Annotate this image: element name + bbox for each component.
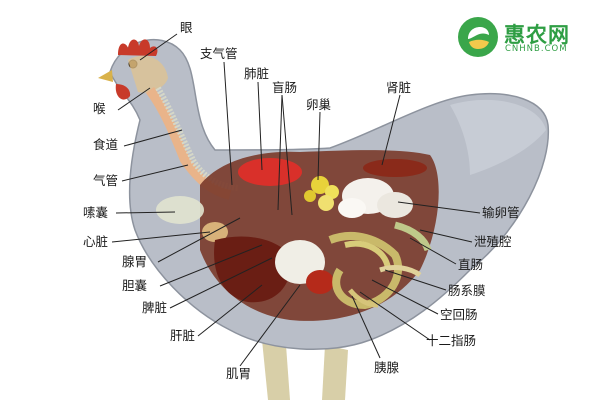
label-liver: 肝脏 bbox=[170, 328, 196, 343]
duodenum bbox=[344, 240, 391, 269]
label-mesentery: 肠系膜 bbox=[448, 283, 486, 298]
wattle bbox=[115, 84, 131, 100]
leader-spleen bbox=[169, 257, 273, 309]
label-gallbladder: 胆囊 bbox=[122, 278, 148, 293]
leader-cecum-2 bbox=[281, 94, 293, 216]
leader-mesentery bbox=[384, 269, 447, 291]
leader-gallbladder bbox=[159, 244, 263, 287]
heart bbox=[202, 222, 228, 242]
ovary-follicle bbox=[318, 195, 334, 211]
leader-trachea bbox=[121, 164, 189, 182]
oviduct bbox=[377, 192, 413, 218]
leg-back bbox=[322, 345, 348, 400]
label-trachea: 气管 bbox=[93, 173, 119, 188]
leader-pancreas bbox=[351, 295, 381, 359]
leader-larynx bbox=[117, 87, 151, 111]
leader-jejunum bbox=[371, 279, 439, 315]
logo-subtext: CNHNB.COM bbox=[505, 44, 568, 54]
leader-kidney bbox=[381, 94, 401, 166]
label-proventriculus: 腺胃 bbox=[122, 254, 148, 269]
leader-heart bbox=[111, 231, 211, 243]
ovary-follicle bbox=[304, 190, 316, 202]
leader-ovary bbox=[317, 111, 321, 181]
label-lung: 肺脏 bbox=[244, 66, 270, 81]
kidney bbox=[363, 159, 427, 177]
leader-cloaca bbox=[419, 229, 473, 243]
leader-cecum-1 bbox=[277, 94, 283, 211]
ovary-follicle bbox=[311, 176, 329, 194]
leader-eye bbox=[139, 33, 178, 61]
leader-oviduct bbox=[397, 201, 481, 214]
label-cloaca: 泄殖腔 bbox=[474, 234, 512, 249]
label-kidney: 肾脏 bbox=[386, 80, 412, 95]
logo-mark-icon bbox=[458, 17, 498, 57]
label-oviduct: 输卵管 bbox=[482, 205, 520, 220]
label-larynx: 喉 bbox=[93, 101, 106, 116]
label-spleen: 脾脏 bbox=[142, 300, 168, 315]
label-bronchus: 支气管 bbox=[200, 46, 238, 61]
label-heart: 心脏 bbox=[83, 234, 109, 249]
tail-feathers bbox=[450, 99, 546, 175]
leader-lung bbox=[257, 81, 263, 171]
spleen bbox=[306, 270, 334, 294]
mesentery bbox=[379, 265, 422, 278]
oviduct bbox=[338, 198, 366, 218]
lung bbox=[238, 158, 302, 186]
leader-proventriculus bbox=[157, 217, 241, 263]
leader-bronchus bbox=[223, 61, 233, 186]
leader-crop bbox=[115, 211, 176, 214]
label-eye: 眼 bbox=[180, 20, 193, 35]
label-duodenum: 十二指肠 bbox=[426, 333, 477, 348]
leader-duodenum bbox=[359, 291, 431, 341]
label-cecum: 盲肠 bbox=[272, 80, 298, 95]
label-pancreas: 胰腺 bbox=[374, 360, 400, 375]
pancreas bbox=[348, 288, 379, 308]
leader-esophagus bbox=[123, 129, 183, 147]
label-gizzard: 肌胃 bbox=[226, 366, 252, 381]
leader-gizzard bbox=[239, 284, 301, 367]
leg-front bbox=[262, 340, 290, 400]
huinong-logo: 惠农网 CNHNB.COM bbox=[458, 17, 590, 57]
label-ovary: 卵巢 bbox=[306, 97, 332, 112]
leader-rectum bbox=[409, 237, 457, 265]
label-jejunum-ileum: 空回肠 bbox=[440, 307, 478, 322]
jejunum-ileum bbox=[328, 232, 403, 310]
crop bbox=[156, 196, 204, 224]
logo-text: 惠农网 bbox=[504, 23, 570, 47]
label-crop: 嗉囊 bbox=[83, 205, 109, 220]
leader-liver bbox=[197, 284, 263, 337]
comb bbox=[118, 39, 158, 56]
liver bbox=[214, 236, 291, 303]
label-rectum: 直肠 bbox=[458, 257, 484, 272]
label-esophagus: 食道 bbox=[93, 137, 119, 152]
leader-lines bbox=[111, 33, 481, 367]
beak bbox=[98, 70, 113, 82]
head-interior bbox=[128, 55, 168, 93]
